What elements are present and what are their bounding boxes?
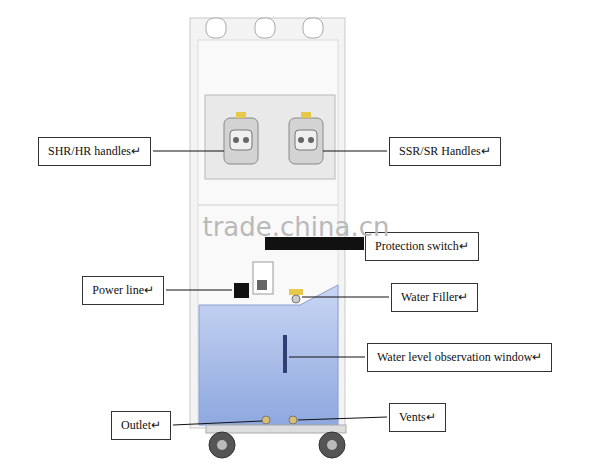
leader-lines [153,151,389,425]
outlet-port [262,416,270,424]
callout-label: Outlet↵ [121,418,161,432]
switch-plate [253,262,273,294]
callout-label: Water level observation window↵ [377,350,542,364]
callout-box: Vents↵ [389,403,446,432]
protection-switch [257,280,267,290]
watermark: trade.china.cn [202,212,389,242]
callout-label: Vents↵ [399,410,436,424]
handle-cups [206,18,323,38]
wheel [319,432,345,458]
ssr-handle [289,112,323,164]
water-filler [292,295,300,303]
wheel-hub [217,440,227,450]
callout-box: SHR/HR handles↵ [38,137,151,166]
base-plate [206,425,346,433]
filler-sticker [289,289,303,295]
callout-label: SHR/HR handles↵ [48,144,141,158]
callout-label: Water Filler↵ [401,290,468,304]
shr-handle [224,112,258,164]
vent-port [289,416,297,424]
callout-box: Power line↵ [82,276,164,305]
water-tank [199,285,338,425]
wheel [209,432,235,458]
callout-label: SSR/SR Handles↵ [399,144,491,158]
callout-box: Water Filler↵ [391,283,478,312]
handle-recess [205,95,335,179]
panel-seam [198,205,338,206]
level-window [283,335,287,373]
wheel-hub [327,440,337,450]
callout-box: SSR/SR Handles↵ [389,137,501,166]
callout-box: Water level observation window↵ [367,343,552,372]
callout-label: Power line↵ [92,283,154,297]
callout-box: Outlet↵ [111,411,171,440]
power-socket [234,283,249,298]
